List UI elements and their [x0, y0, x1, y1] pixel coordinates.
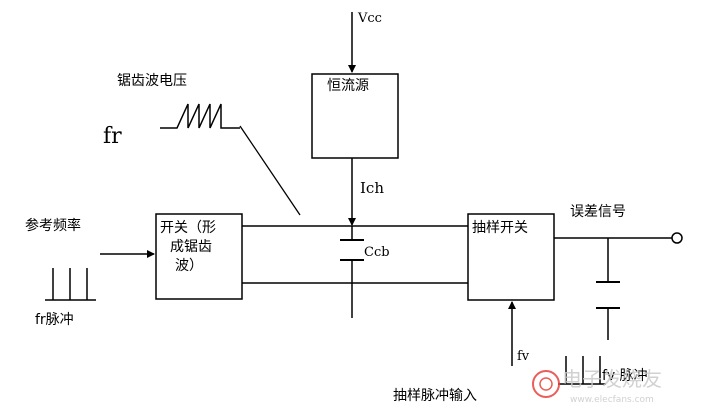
fv-label: fv [517, 349, 530, 364]
watermark-url: www.elecfans.com [570, 395, 654, 405]
sawtooth-waveform [160, 103, 240, 129]
sample-switch-box [467, 213, 555, 301]
sawtooth-switch-label-line1: 开关（形 [160, 220, 216, 236]
reference-frequency-label: 参考频率 [25, 217, 81, 234]
output-terminal [671, 232, 683, 244]
sawtooth-switch-box [155, 213, 243, 300]
sawtooth-voltage-label: 锯齿波电压 [117, 73, 187, 89]
fv-pulse-train [558, 356, 606, 385]
elecfans-watermark: 电子发烧友 www.elecfans.com [532, 367, 662, 405]
ccb-label: Ccb [364, 245, 390, 260]
fr-pulse-label: fr脉冲 [35, 312, 74, 328]
watermark-logo-icon [532, 370, 560, 398]
sawtooth-switch-label-line3: 波） [175, 258, 203, 274]
current-source-box [311, 73, 399, 159]
watermark-text: 电子发烧友 [562, 367, 662, 391]
watermark-logo-inner-icon [539, 377, 553, 391]
vcc-label: Vcc [357, 11, 382, 26]
current-source-label: 恒流源 [327, 78, 369, 94]
sample-switch-label: 抽样开关 [472, 220, 528, 236]
error-signal-label: 误差信号 [570, 204, 626, 220]
sawtooth-switch-label-line2: 成锯齿 [170, 239, 212, 255]
fr-label: fr [103, 124, 122, 149]
sample-pulse-input-label: 抽样脉冲输入 [393, 388, 477, 404]
fr-pulse-train [45, 268, 96, 301]
sawtooth-pointer-line [239, 125, 301, 216]
fv-pulse-label: fv 脉冲 [602, 368, 648, 384]
ich-label: Ich [360, 179, 384, 197]
